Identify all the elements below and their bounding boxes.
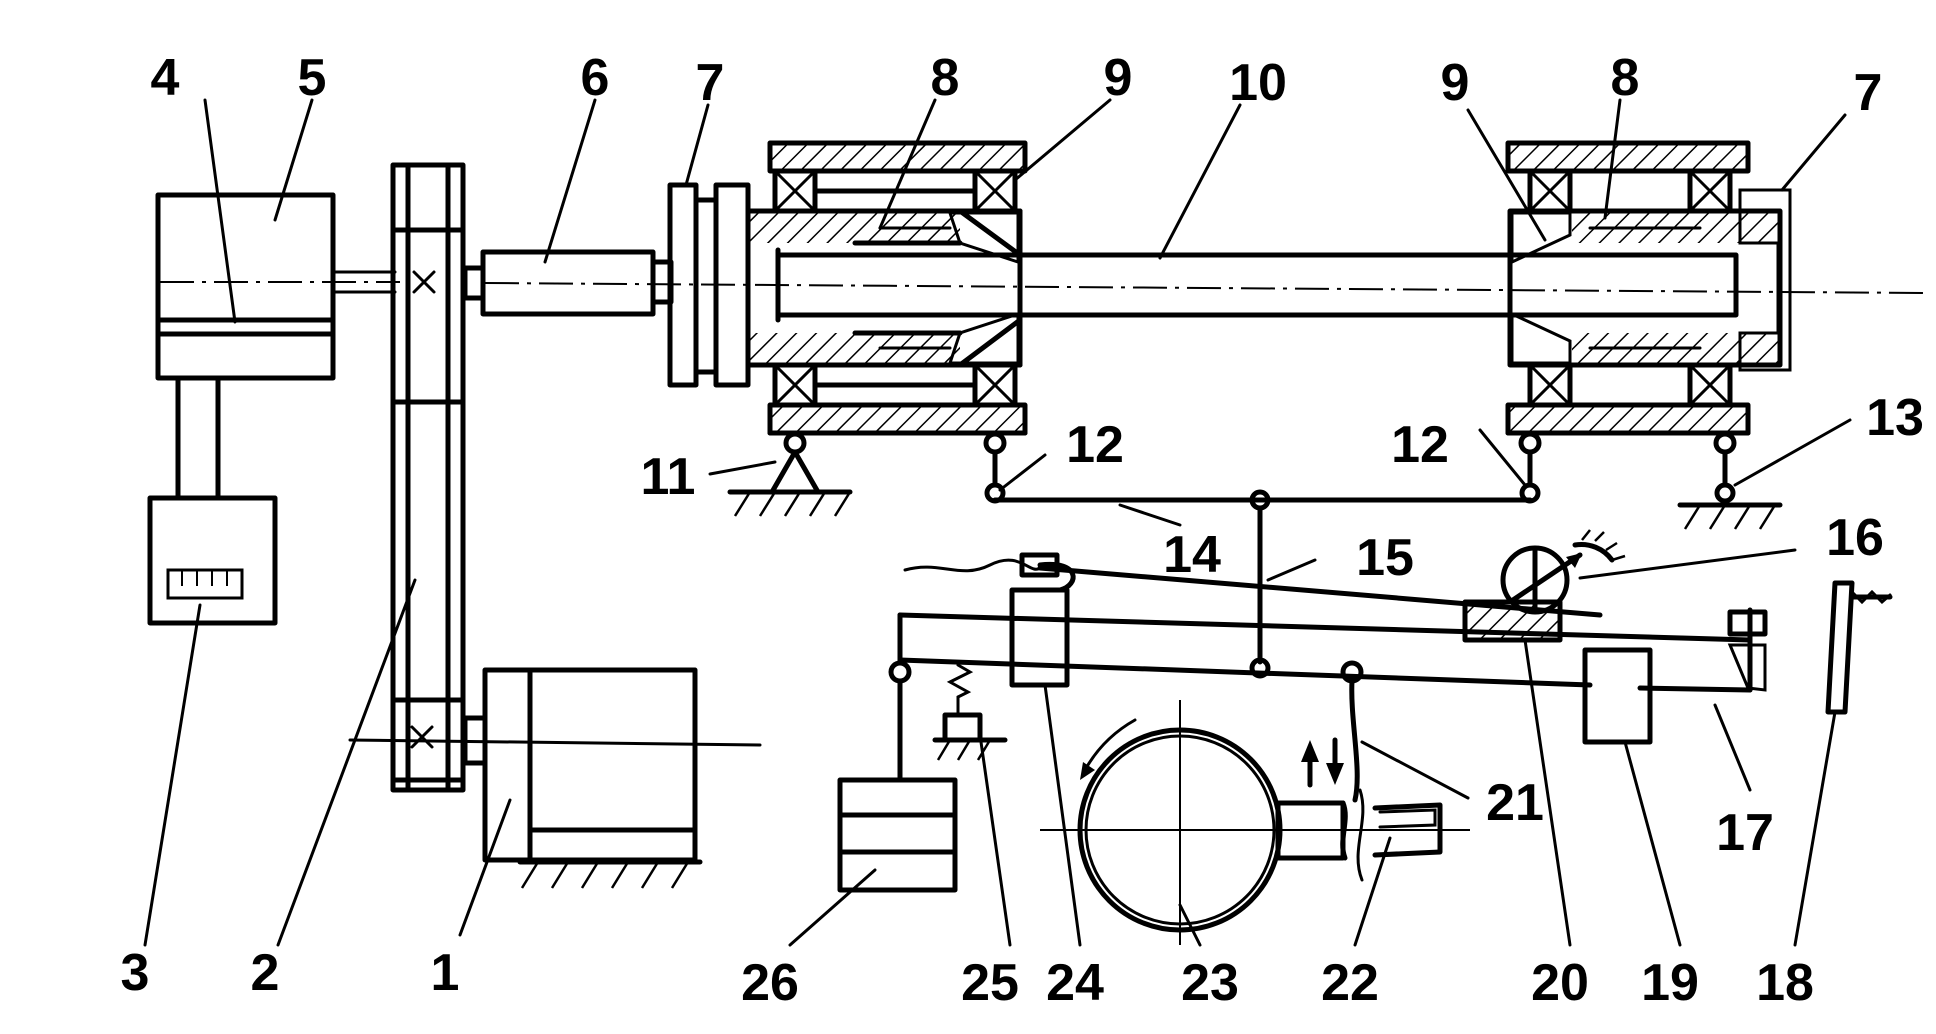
label-10: 10	[1229, 54, 1287, 112]
sensor-24	[1009, 552, 1076, 688]
recorder-26	[837, 777, 958, 893]
motor-1	[462, 667, 703, 889]
label-21: 21	[1486, 774, 1544, 832]
rod-18	[1825, 580, 1893, 715]
coupling-6	[462, 249, 1931, 317]
label-22: 22	[1321, 954, 1379, 1012]
beam-17	[897, 607, 1768, 693]
label-14: 14	[1163, 526, 1221, 584]
labels: 1 2 3 4 5 6 7 8 9 10 9 8 7 11 12 12 13 1…	[121, 49, 1924, 1012]
support-12-right	[1505, 430, 1751, 504]
leader-lines	[143, 98, 1852, 947]
label-18: 18	[1756, 954, 1814, 1012]
label-5: 5	[298, 49, 327, 107]
support-13	[1677, 431, 1783, 530]
label-1: 1	[431, 944, 460, 1002]
label-8-right: 8	[1611, 49, 1640, 107]
label-19: 19	[1641, 954, 1699, 1012]
label-3: 3	[121, 944, 150, 1002]
workpiece-22	[1275, 660, 1443, 882]
belt-2	[348, 162, 762, 793]
label-8-left: 8	[931, 49, 960, 107]
label-15: 15	[1356, 529, 1414, 587]
label-13: 13	[1866, 389, 1924, 447]
label-12-right: 12	[1391, 416, 1449, 474]
drive-unit-4-5	[155, 192, 400, 381]
label-2: 2	[251, 944, 280, 1002]
label-23: 23	[1181, 954, 1239, 1012]
label-12-left: 12	[1066, 416, 1124, 474]
label-7-left: 7	[696, 54, 725, 112]
bearing-19	[1582, 647, 1653, 745]
wheel-23	[1040, 700, 1470, 945]
spring-25	[888, 660, 1008, 783]
spindle-left	[745, 140, 1028, 436]
label-4: 4	[151, 49, 180, 107]
rotor-10	[775, 247, 1739, 323]
label-16: 16	[1826, 509, 1884, 567]
support-12-left	[983, 431, 1007, 504]
label-26: 26	[741, 954, 799, 1012]
label-17: 17	[1716, 804, 1774, 862]
indicator-16	[1500, 529, 1626, 615]
label-25: 25	[961, 954, 1019, 1012]
label-7-right: 7	[1854, 64, 1883, 122]
connector-4-to-3	[175, 375, 221, 501]
label-20: 20	[1531, 954, 1589, 1012]
meter-3	[147, 495, 278, 626]
label-24: 24	[1046, 954, 1104, 1012]
label-9-right: 9	[1441, 54, 1470, 112]
support-11	[727, 430, 1028, 517]
label-9-left: 9	[1104, 49, 1133, 107]
spindle-right	[1505, 140, 1792, 436]
label-11: 11	[641, 448, 696, 506]
label-6: 6	[581, 49, 610, 107]
